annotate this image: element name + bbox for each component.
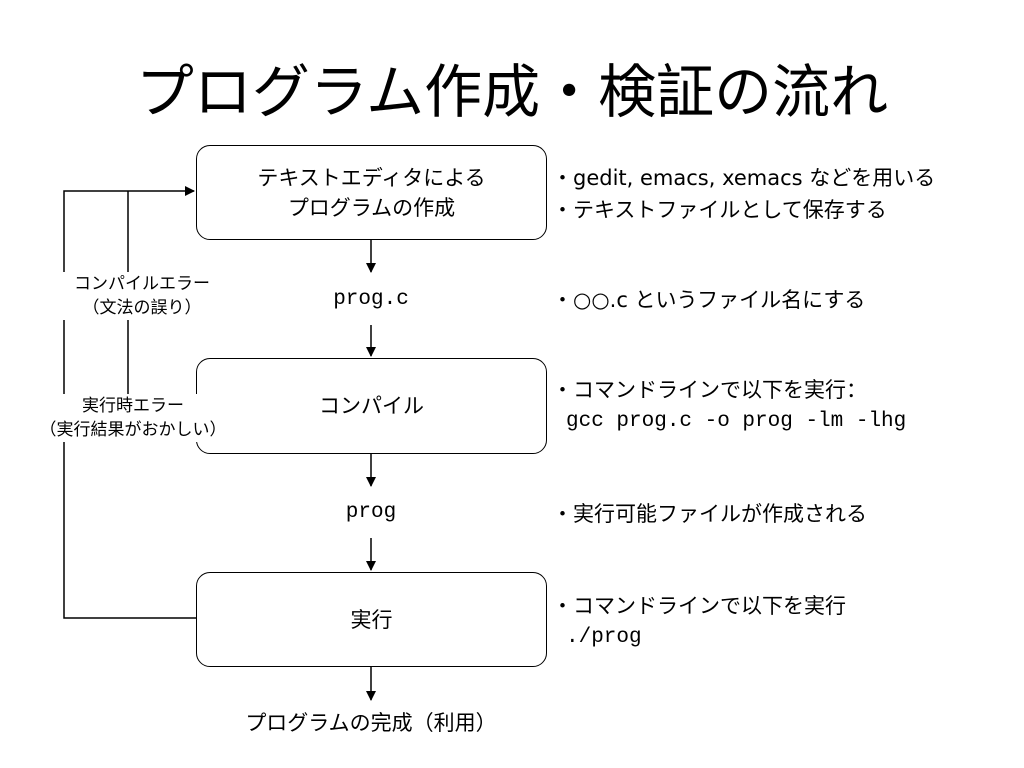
compile-error-label: コンパイルエラー （文法の誤り）	[62, 272, 222, 320]
edit-step-line-2: プログラムの作成	[287, 195, 456, 220]
compile-note-line: ・コマンドラインで以下を実行：	[552, 378, 867, 402]
final-result-label: プログラムの完成（利用）	[245, 711, 497, 735]
run-step-label: 実行	[350, 607, 393, 632]
edit-step-box: テキストエディタによる プログラムの作成	[196, 145, 547, 240]
edit-notes: ・gedit, emacs, xemacs などを用いる ・テキストファイルとし…	[552, 162, 935, 226]
run-notes: ・コマンドラインで以下を実行 ./prog	[552, 590, 846, 654]
run-note-line: ・コマンドラインで以下を実行	[552, 594, 846, 618]
run-command: ./prog	[566, 626, 642, 649]
runtime-error-label: 実行時エラー （実行結果がおかしい）	[18, 394, 248, 442]
executable-file-label: prog	[345, 501, 397, 524]
exec-note: ・実行可能ファイルが作成される	[552, 502, 867, 526]
compile-error-line-1: コンパイルエラー	[74, 274, 210, 294]
source-note: ・○○.c というファイル名にする	[552, 288, 866, 312]
edit-step-line-1: テキストエディタによる	[257, 165, 486, 190]
compile-step-box: コンパイル	[196, 358, 547, 454]
runtime-error-line-1: 実行時エラー	[82, 396, 184, 416]
source-file-label: prog.c	[333, 288, 409, 311]
compile-error-line-2: （文法の誤り）	[82, 298, 202, 318]
run-step-box: 実行	[196, 572, 547, 667]
edit-note-1: ・gedit, emacs, xemacs などを用いる	[552, 166, 936, 190]
compile-command: gcc prog.c -o prog -lm -lhg	[566, 410, 907, 433]
compile-step-label: コンパイル	[319, 394, 424, 418]
slide-title: プログラム作成・検証の流れ	[135, 58, 889, 126]
compile-notes: ・コマンドラインで以下を実行： gcc prog.c -o prog -lm -…	[552, 374, 906, 438]
runtime-error-line-2: （実行結果がおかしい）	[39, 420, 227, 440]
edit-note-2: ・テキストファイルとして保存する	[552, 198, 887, 222]
